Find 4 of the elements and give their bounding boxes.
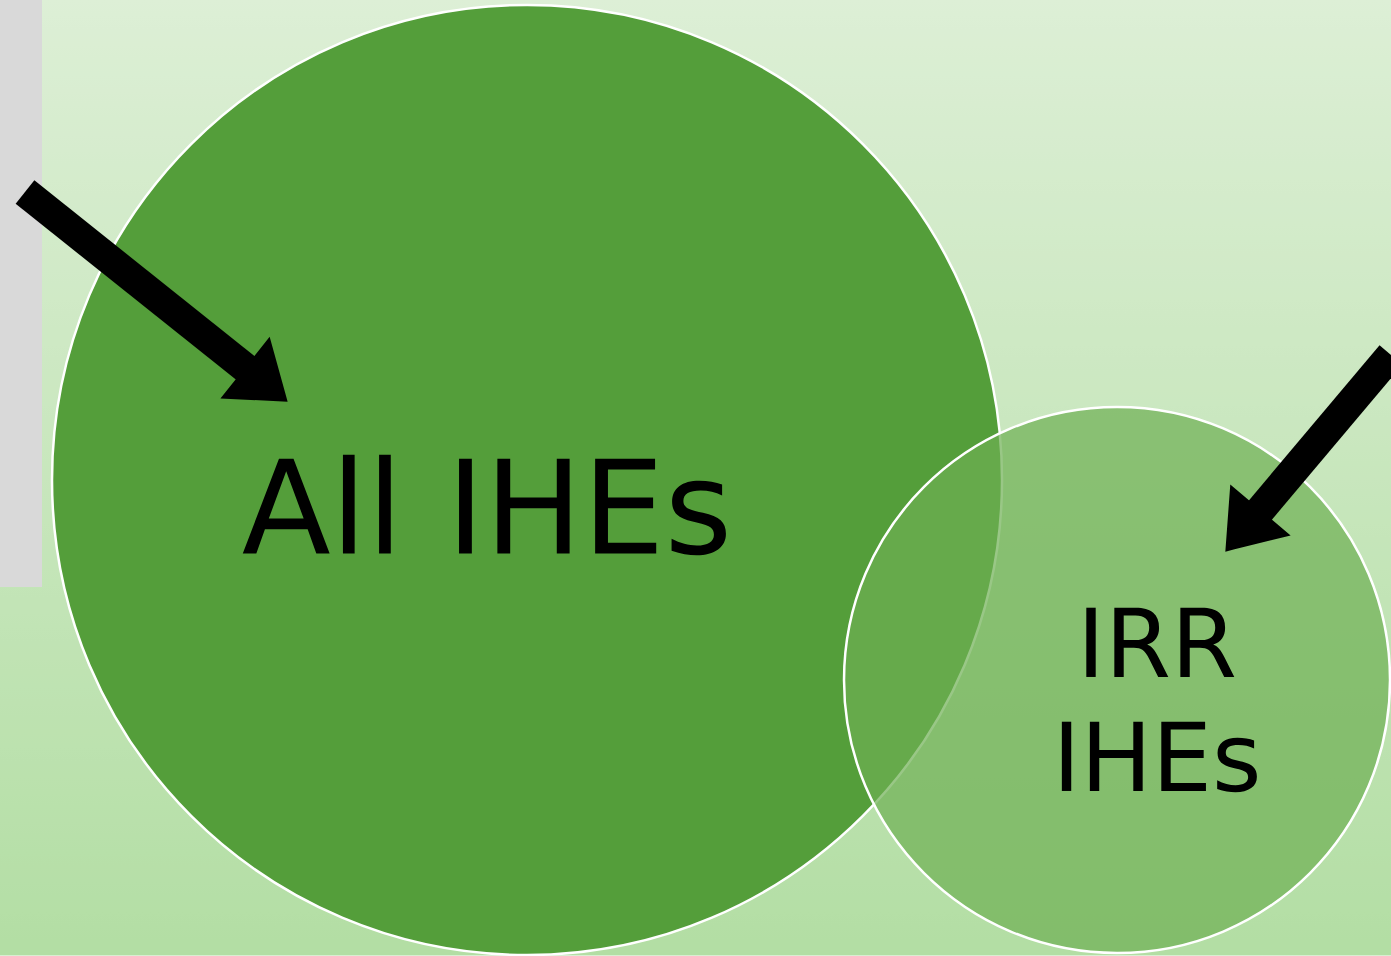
circle-label: All IHEs — [242, 454, 726, 556]
circle — [50, 3, 1004, 956]
circle-label: IRR IHEs — [1061, 607, 1257, 793]
circle — [842, 405, 1391, 955]
